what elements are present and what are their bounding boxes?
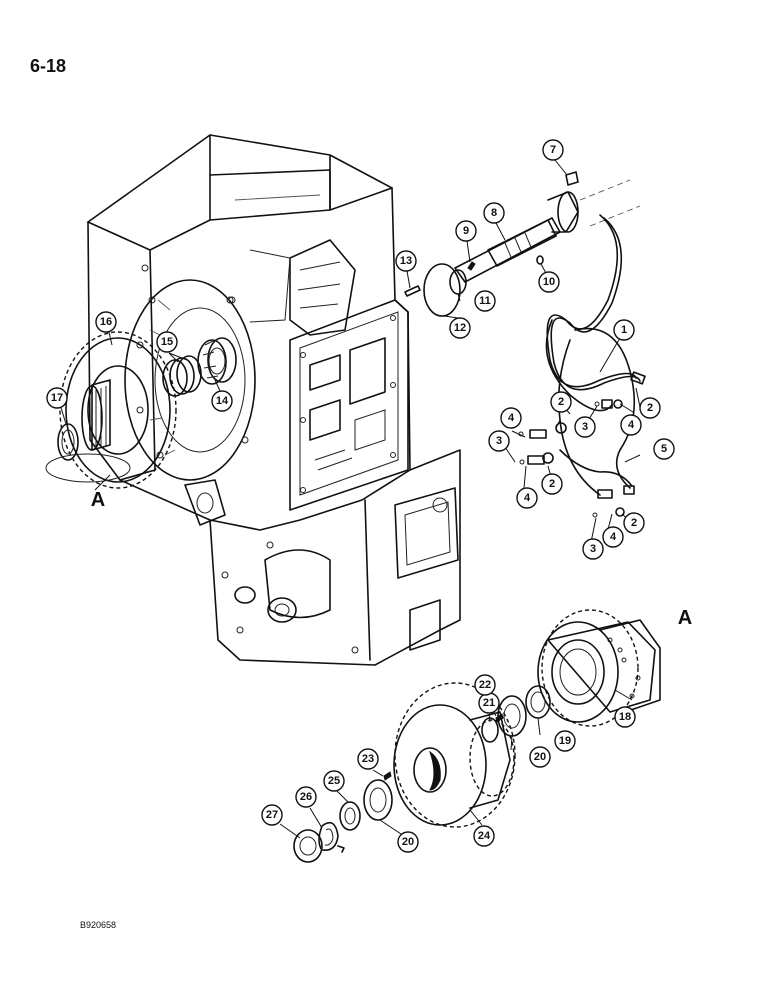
svg-text:4: 4	[508, 412, 515, 424]
svg-text:22: 22	[479, 679, 491, 691]
housing-bore	[124, 279, 256, 481]
callout-7: 7	[542, 139, 564, 161]
svg-text:4: 4	[524, 492, 531, 504]
svg-text:12: 12	[454, 322, 466, 334]
svg-text:15: 15	[161, 336, 173, 348]
callout-12: 12	[449, 317, 471, 339]
callout-9: 9	[455, 220, 477, 242]
callout-16: 16	[95, 311, 117, 333]
svg-text:4: 4	[628, 419, 635, 431]
svg-text:16: 16	[100, 316, 112, 328]
gear-16	[59, 331, 177, 489]
svg-text:21: 21	[483, 697, 495, 709]
svg-text:5: 5	[661, 443, 667, 455]
callout-23: 23	[357, 748, 379, 770]
svg-text:25: 25	[328, 775, 340, 787]
callout-20b: 20	[397, 831, 419, 853]
callout-3a: 3	[574, 416, 596, 438]
hose-assemblies	[518, 214, 646, 518]
callout-3c: 3	[582, 538, 604, 560]
washer-27	[293, 829, 323, 863]
svg-text:8: 8	[491, 207, 497, 219]
callout-19: 19	[554, 730, 576, 752]
svg-text:13: 13	[400, 255, 412, 267]
callout-11: 11	[474, 290, 496, 312]
bearing-14	[197, 337, 237, 385]
svg-text:20: 20	[534, 751, 546, 763]
callout-5: 5	[653, 438, 675, 460]
svg-text:23: 23	[362, 753, 374, 765]
callout-8: 8	[483, 202, 505, 224]
callout-21: 21	[478, 692, 500, 714]
svg-text:3: 3	[582, 421, 588, 433]
svg-text:2: 2	[558, 396, 564, 408]
figure-code: B920658	[80, 920, 117, 930]
view-a-outline	[45, 453, 131, 483]
svg-text:20: 20	[402, 836, 414, 848]
svg-text:2: 2	[631, 517, 637, 529]
callout-4c: 4	[516, 487, 538, 509]
shaft-8	[454, 179, 641, 283]
callout-17: 17	[46, 387, 68, 409]
svg-text:2: 2	[647, 402, 653, 414]
svg-text:7: 7	[550, 144, 556, 156]
callout-13: 13	[395, 250, 417, 272]
snap-rings-15	[162, 355, 202, 397]
svg-text:1: 1	[621, 324, 627, 336]
callout-27: 27	[261, 804, 283, 826]
callout-2c: 2	[541, 473, 563, 495]
pin-13	[404, 285, 421, 297]
svg-text:9: 9	[463, 225, 469, 237]
thrust-washer-20b	[363, 779, 393, 821]
svg-text:26: 26	[300, 791, 312, 803]
key-22	[495, 713, 504, 723]
o-ring-12	[423, 263, 461, 317]
clutch-18	[537, 609, 661, 727]
callout-4d: 4	[602, 526, 624, 548]
svg-text:3: 3	[496, 435, 502, 447]
callout-4b: 4	[620, 414, 642, 436]
svg-text:14: 14	[216, 395, 229, 407]
snap-ring-26	[318, 821, 339, 852]
washer-25	[339, 801, 361, 831]
svg-text:27: 27	[266, 809, 278, 821]
callout-15: 15	[156, 331, 178, 353]
transmission-housing	[87, 134, 461, 666]
svg-text:11: 11	[479, 295, 491, 307]
svg-text:17: 17	[51, 392, 63, 404]
callout-3b: 3	[488, 430, 510, 452]
gear-24	[393, 682, 516, 828]
callout-2b: 2	[639, 397, 661, 419]
svg-text:2: 2	[549, 478, 555, 490]
snap-ring-11	[449, 269, 467, 295]
cover-plate	[394, 487, 459, 579]
callout-14: 14	[211, 390, 233, 412]
svg-text:4: 4	[610, 531, 617, 543]
callout-24: 24	[473, 825, 495, 847]
pin-10	[536, 255, 544, 265]
callout-26: 26	[295, 786, 317, 808]
svg-text:18: 18	[619, 711, 631, 723]
svg-text:19: 19	[559, 735, 571, 747]
plug-7	[565, 171, 579, 186]
key-9	[467, 261, 476, 271]
callout-2a: 2	[550, 391, 572, 413]
callout-20a: 20	[529, 746, 551, 768]
callout-10: 10	[538, 271, 560, 293]
reference-letter-a-clutch: A	[678, 607, 692, 629]
page-number: 6-18	[30, 56, 67, 76]
callout-18: 18	[614, 706, 636, 728]
callout-22: 22	[474, 674, 496, 696]
callout-4a: 4	[500, 407, 522, 429]
key-23	[383, 771, 392, 781]
callout-1: 1	[613, 319, 635, 341]
svg-text:3: 3	[590, 543, 596, 555]
callout-25: 25	[323, 770, 345, 792]
svg-text:24: 24	[478, 830, 491, 842]
callout-2d: 2	[623, 512, 645, 534]
reference-letter-a-housing: A	[91, 489, 105, 511]
svg-text:10: 10	[543, 276, 555, 288]
ring-17	[57, 423, 79, 461]
